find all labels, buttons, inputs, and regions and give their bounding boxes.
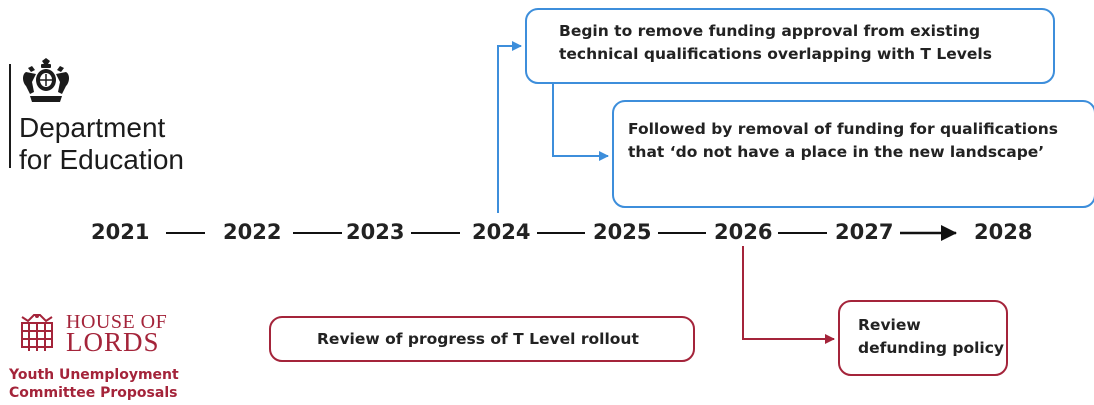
remove-funding-approval-text: Begin to remove funding approval from ex… xyxy=(559,22,992,63)
remove-funding-approval-box: Begin to remove funding approval from ex… xyxy=(525,8,1055,84)
dfe-logo-rule xyxy=(9,64,11,168)
removal-of-funding-box: Followed by removal of funding for quali… xyxy=(612,100,1094,208)
year-label-2026: 2026 xyxy=(714,220,773,244)
year-label-2025: 2025 xyxy=(593,220,652,244)
royal-crest-icon xyxy=(23,58,69,102)
connector-2024-to-begin-box xyxy=(497,41,522,213)
review-defunding-text-line2: defunding policy xyxy=(858,339,1005,357)
portcullis-icon xyxy=(21,314,53,351)
committee-subtitle-line1: Youth Unemployment xyxy=(9,367,179,383)
house-of-lords-logo-line1: HOUSE OF xyxy=(66,311,168,333)
year-label-2024: 2024 xyxy=(472,220,531,244)
review-defunding-box: Review defunding policy xyxy=(838,300,1008,376)
house-of-lords-logo-line2: LORDS xyxy=(66,327,160,357)
dfe-logo-text-line1: Department xyxy=(19,112,166,143)
connector-begin-to-followed-box xyxy=(552,84,609,161)
connector-2026-to-review-box xyxy=(742,246,835,344)
year-label-2027: 2027 xyxy=(835,220,894,244)
committee-subtitle-line2: Committee Proposals xyxy=(9,385,178,401)
review-progress-box: Review of progress of T Level rollout xyxy=(269,316,695,362)
review-defunding-text-line1: Review xyxy=(858,316,921,334)
year-label-2021: 2021 xyxy=(91,220,150,244)
removal-of-funding-text: Followed by removal of funding for quali… xyxy=(628,120,1058,161)
dfe-logo-text-line2: for Education xyxy=(19,144,184,175)
year-label-2023: 2023 xyxy=(346,220,405,244)
year-label-2022: 2022 xyxy=(223,220,282,244)
year-label-2028: 2028 xyxy=(974,220,1033,244)
review-progress-text: Review of progress of T Level rollout xyxy=(317,330,639,348)
